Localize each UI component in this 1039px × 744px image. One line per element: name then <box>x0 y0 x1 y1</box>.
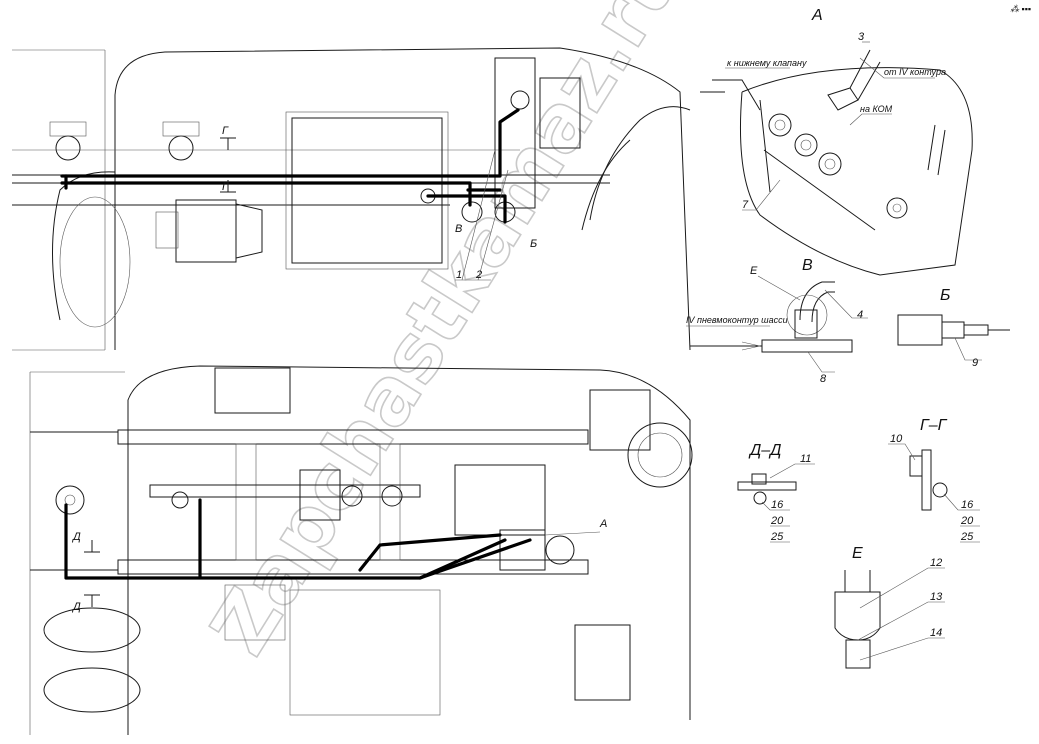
callout-12: 12 <box>930 557 942 569</box>
view-A-to-lower-valve: к нижнему клапану <box>727 58 807 68</box>
top-air-tank <box>175 199 237 263</box>
view-A-to-pto: на КОМ <box>860 104 893 114</box>
view-E-detail: Е 12 13 14 <box>834 545 945 669</box>
callout-8: 8 <box>820 373 827 385</box>
frame-rail-upper <box>117 429 589 445</box>
svg-text:Д: Д <box>71 531 81 543</box>
top-air-pipeline <box>60 108 520 224</box>
callout-7: 7 <box>742 199 749 211</box>
callout-2: 2 <box>475 269 482 281</box>
view-A-title: А <box>811 7 823 24</box>
valve-cluster-A <box>499 529 546 571</box>
svg-text:Г: Г <box>222 125 229 137</box>
callout-25-GG: 25 <box>960 531 974 543</box>
callout-25-DD: 25 <box>770 531 784 543</box>
top-cab-outline <box>114 47 691 351</box>
callout-13: 13 <box>930 591 943 603</box>
section-D-marker: Д Д <box>71 531 100 613</box>
view-A-inset: А к нижнему клапану от IV контура на КОМ… <box>700 7 973 276</box>
section-DD-title: Д–Д <box>748 442 781 459</box>
svg-text:Д: Д <box>71 601 81 613</box>
air-cleaner <box>627 422 693 488</box>
callout-1: 1 <box>456 269 462 281</box>
bottom-cab-outline <box>127 365 691 735</box>
view-V-title: В <box>802 257 813 274</box>
svg-text:Г: Г <box>222 181 229 193</box>
top-view: Г Г 1 2 В Б <box>12 47 691 351</box>
view-A-from-circuit: от IV контура <box>884 67 946 77</box>
callout-20-GG: 20 <box>960 515 974 527</box>
corner-mark: ⁂ ▪▪▪ <box>1010 4 1031 14</box>
callout-16-DD: 16 <box>771 499 784 511</box>
view-A-frame <box>740 67 973 276</box>
callout-9: 9 <box>972 357 978 369</box>
view-V-circuit-label: IV пневмоконтур шасси <box>686 315 788 325</box>
callout-3: 3 <box>858 31 865 43</box>
callout-16-GG: 16 <box>961 499 974 511</box>
callout-20-DD: 20 <box>770 515 784 527</box>
tyre-2 <box>43 667 141 713</box>
view-B-detail: Б 9 <box>897 287 1010 369</box>
marker-V-top: В <box>455 223 462 235</box>
section-G-marker-top: Г Г <box>220 125 236 193</box>
gearbox <box>454 464 546 536</box>
section-DD-detail: Д–Д 11 16 20 25 <box>737 442 815 543</box>
top-tank-panel <box>291 117 443 264</box>
section-GG-detail: Г–Г 10 16 20 25 <box>888 417 980 543</box>
top-wheel <box>52 171 116 321</box>
tyre-1 <box>43 607 141 653</box>
callout-11: 11 <box>800 453 811 465</box>
view-V-detail: В Е IV пневмоконтур шасси 4 8 <box>686 257 868 385</box>
section-GG-title: Г–Г <box>920 417 948 434</box>
callout-14: 14 <box>930 627 942 639</box>
callout-4: 4 <box>857 309 863 321</box>
view-E-title: Е <box>852 545 863 562</box>
marker-E: Е <box>750 265 758 277</box>
frame-rail-lower <box>117 559 589 575</box>
callout-10: 10 <box>890 433 903 445</box>
marker-B-top: Б <box>530 238 537 250</box>
driveshaft <box>149 484 421 498</box>
marker-A-bottom: А <box>599 518 607 530</box>
bottom-view: Д Д А <box>29 365 693 735</box>
view-B-title: Б <box>940 287 950 304</box>
